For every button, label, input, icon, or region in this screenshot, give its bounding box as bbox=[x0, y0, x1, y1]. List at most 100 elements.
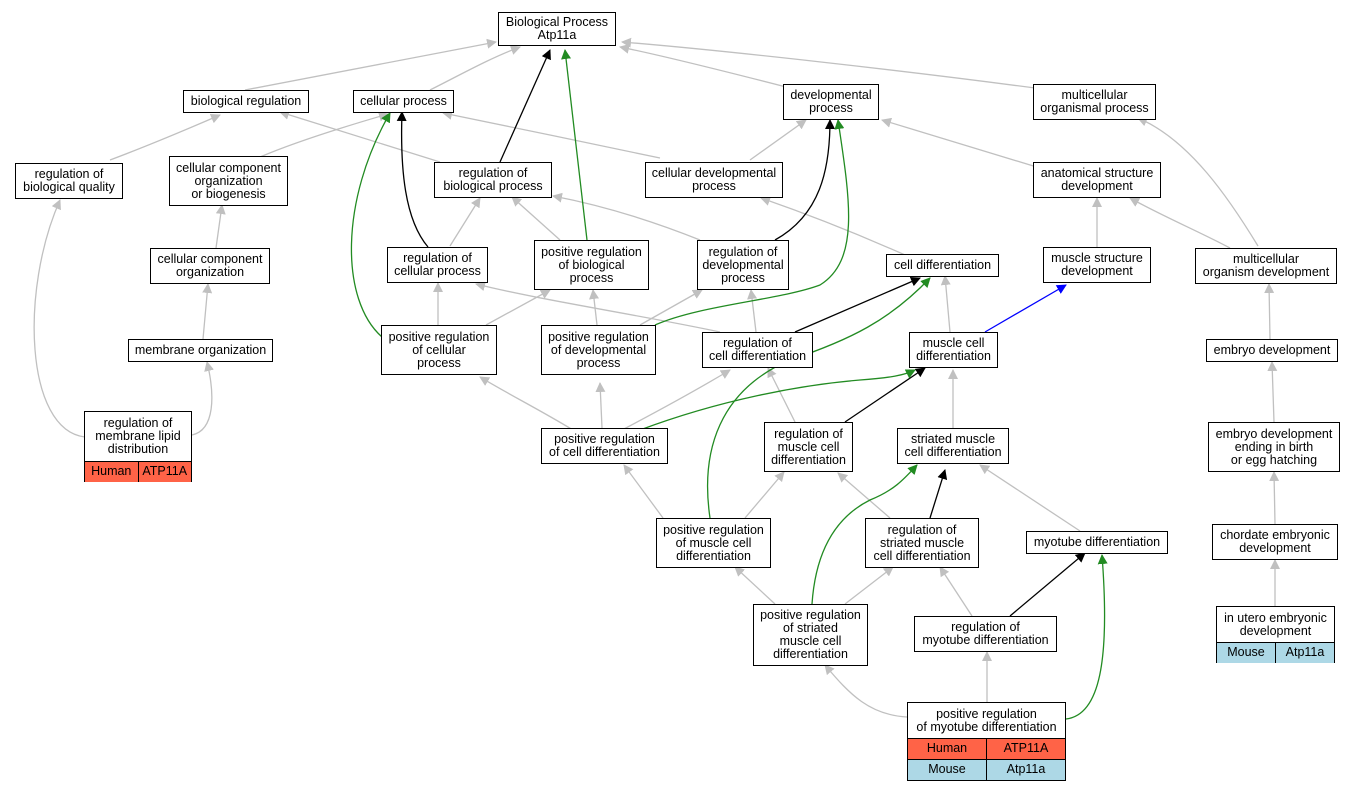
term-node-embryo-development-ending-in-birth[interactable]: embryo development ending in birth or eg… bbox=[1208, 422, 1340, 472]
root-term-node[interactable]: Biological Process Atp11a bbox=[498, 12, 616, 46]
edge bbox=[837, 472, 891, 519]
term-node-muscle-structure-development[interactable]: muscle structure development bbox=[1043, 247, 1151, 283]
edge bbox=[621, 37, 1051, 91]
edge bbox=[202, 283, 213, 340]
edge bbox=[595, 382, 606, 429]
annotation-row: Human ATP11A bbox=[85, 461, 191, 482]
edge bbox=[623, 464, 664, 519]
edge bbox=[429, 45, 521, 91]
edge bbox=[979, 464, 1081, 532]
edge bbox=[760, 196, 906, 256]
term-node-positive-regulation-of-developmental-process[interactable]: positive regulation of developmental pro… bbox=[541, 325, 656, 375]
edge bbox=[747, 289, 758, 333]
edge bbox=[881, 117, 1041, 169]
term-node-in-utero-embryonic-development[interactable]: in utero embryonic development Mouse Atp… bbox=[1216, 606, 1335, 663]
edge bbox=[767, 367, 796, 423]
edge bbox=[774, 119, 835, 241]
species-cell: Mouse bbox=[1217, 643, 1275, 663]
edge bbox=[350, 112, 391, 338]
term-node-embryo-development[interactable]: embryo development bbox=[1206, 339, 1338, 362]
term-node-muscle-cell-differentiation[interactable]: muscle cell differentiation bbox=[909, 332, 998, 368]
term-node-cellular-component-organization[interactable]: cellular component organization bbox=[150, 248, 270, 284]
gene-cell: ATP11A bbox=[986, 739, 1065, 759]
edge bbox=[499, 49, 551, 163]
term-node-regulation-of-striated-muscle-cell-differentiation[interactable]: regulation of striated muscle cell diffe… bbox=[865, 518, 979, 568]
edge bbox=[561, 49, 588, 241]
edge bbox=[1009, 552, 1086, 617]
gene-cell: Atp11a bbox=[986, 760, 1065, 780]
term-node-regulation-of-cell-differentiation[interactable]: regulation of cell differentiation bbox=[702, 332, 813, 368]
edge bbox=[279, 109, 441, 163]
edge bbox=[485, 289, 551, 326]
edge bbox=[1065, 554, 1108, 720]
edge bbox=[654, 119, 850, 326]
edge bbox=[984, 284, 1067, 333]
term-node-regulation-of-membrane-lipid-distribution[interactable]: regulation of membrane lipid distributio… bbox=[84, 411, 192, 482]
edge bbox=[1269, 471, 1280, 525]
edge bbox=[844, 367, 926, 423]
term-node-positive-regulation-of-striated-muscle-cell-differentiation[interactable]: positive regulation of striated muscle c… bbox=[753, 604, 868, 666]
term-node-positive-regulation-of-biological-process[interactable]: positive regulation of biological proces… bbox=[534, 240, 649, 290]
edge bbox=[929, 469, 948, 519]
term-node-multicellular-organism-development[interactable]: multicellular organism development bbox=[1195, 248, 1337, 284]
term-node-cell-differentiation[interactable]: cell differentiation bbox=[886, 254, 999, 277]
species-cell: Human bbox=[908, 739, 986, 759]
edge bbox=[244, 38, 497, 91]
edge bbox=[479, 376, 574, 431]
edge bbox=[475, 281, 721, 333]
edge bbox=[449, 197, 481, 247]
species-cell: Human bbox=[85, 462, 138, 482]
edge bbox=[1264, 283, 1275, 340]
term-node-biological-regulation[interactable]: biological regulation bbox=[183, 90, 309, 113]
edge bbox=[109, 113, 221, 161]
edge bbox=[744, 471, 785, 519]
edge bbox=[734, 566, 776, 605]
term-node-regulation-of-muscle-cell-differentiation[interactable]: regulation of muscle cell differentiatio… bbox=[764, 422, 853, 472]
term-node-positive-regulation-of-myotube-differentiation[interactable]: positive regulation of myotube different… bbox=[907, 702, 1066, 781]
term-node-chordate-embryonic-development[interactable]: chordate embryonic development bbox=[1212, 524, 1338, 560]
edge bbox=[706, 277, 931, 519]
edge bbox=[639, 369, 916, 431]
edge bbox=[259, 111, 389, 158]
edge bbox=[844, 566, 894, 605]
term-node-positive-regulation-of-cell-differentiation[interactable]: positive regulation of cell differentiat… bbox=[541, 428, 668, 464]
term-node-membrane-organization[interactable]: membrane organization bbox=[128, 339, 273, 362]
term-node-multicellular-organismal-process[interactable]: multicellular organismal process bbox=[1033, 84, 1156, 120]
edge bbox=[191, 361, 214, 436]
annotation-row: Mouse Atp11a bbox=[1217, 642, 1334, 663]
term-title: in utero embryonic development bbox=[1224, 610, 1327, 638]
edge bbox=[749, 119, 807, 161]
term-node-anatomical-structure-development[interactable]: anatomical structure development bbox=[1033, 162, 1161, 198]
term-node-regulation-of-myotube-differentiation[interactable]: regulation of myotube differentiation bbox=[914, 616, 1057, 652]
edge bbox=[811, 464, 918, 605]
term-node-regulation-of-biological-quality[interactable]: regulation of biological quality bbox=[15, 163, 123, 199]
edge bbox=[639, 289, 703, 326]
term-node-positive-regulation-of-muscle-cell-differentiation[interactable]: positive regulation of muscle cell diffe… bbox=[656, 518, 771, 568]
species-cell: Mouse bbox=[908, 760, 986, 780]
term-node-myotube-differentiation[interactable]: myotube differentiation bbox=[1026, 531, 1168, 554]
term-title: positive regulation of myotube different… bbox=[916, 706, 1057, 734]
term-node-regulation-of-cellular-process[interactable]: regulation of cellular process bbox=[387, 247, 488, 283]
edge bbox=[396, 111, 429, 248]
term-node-developmental-process[interactable]: developmental process bbox=[783, 84, 879, 120]
term-node-cellular-component-organization-or-biogenesis[interactable]: cellular component organization or bioge… bbox=[169, 156, 288, 206]
edge bbox=[215, 204, 226, 249]
edge bbox=[939, 566, 973, 617]
term-node-regulation-of-biological-process[interactable]: regulation of biological process bbox=[434, 162, 552, 198]
edge bbox=[442, 109, 661, 159]
edge bbox=[1267, 361, 1278, 423]
edge bbox=[794, 276, 921, 333]
term-node-cellular-developmental-process[interactable]: cellular developmental process bbox=[645, 162, 783, 198]
term-node-positive-regulation-of-cellular-process[interactable]: positive regulation of cellular process bbox=[381, 325, 497, 375]
term-node-striated-muscle-cell-differentiation[interactable]: striated muscle cell differentiation bbox=[897, 428, 1009, 464]
term-node-cellular-process[interactable]: cellular process bbox=[353, 90, 454, 113]
edge bbox=[552, 192, 701, 241]
edge bbox=[619, 43, 791, 89]
term-node-regulation-of-developmental-process[interactable]: regulation of developmental process bbox=[697, 240, 789, 290]
gene-cell: ATP11A bbox=[137, 462, 191, 482]
gene-cell: Atp11a bbox=[1275, 643, 1334, 663]
edge bbox=[940, 275, 951, 333]
annotation-row: Mouse Atp11a bbox=[908, 759, 1065, 780]
edge bbox=[1137, 116, 1259, 247]
